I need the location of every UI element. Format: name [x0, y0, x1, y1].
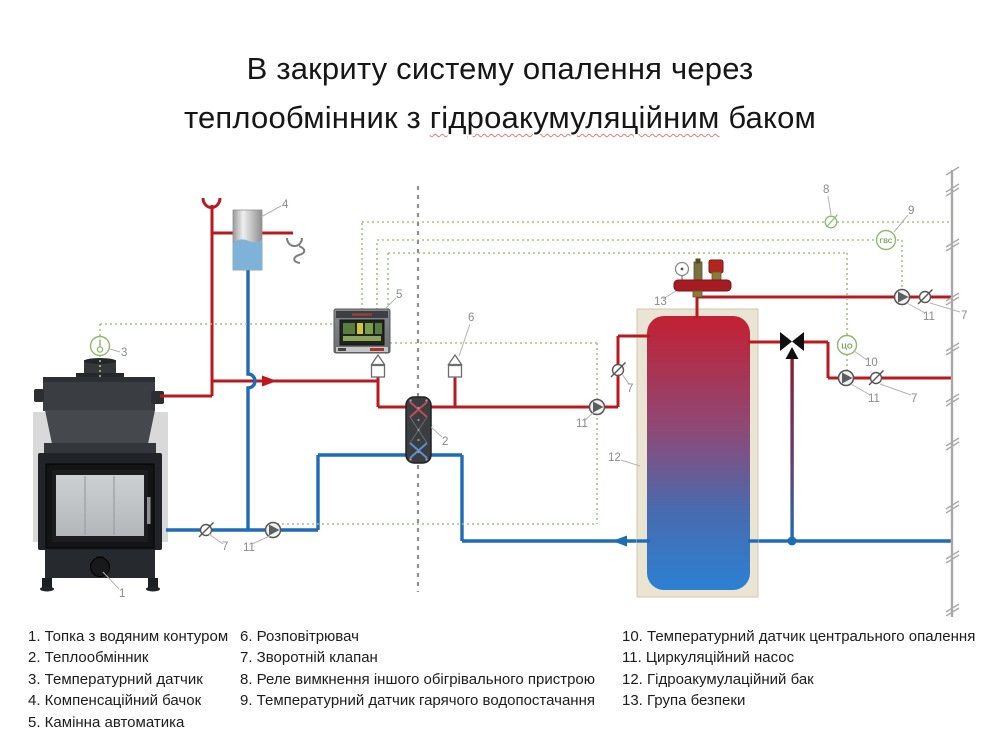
slide-title-line2: теплообмінник з гідроакумуляційним баком: [183, 100, 817, 135]
callout-7a: 7: [222, 541, 228, 553]
check-valve-dhw: [917, 289, 933, 305]
house-distribution-pipe: [945, 166, 960, 617]
fireplace-furnace-illustration: [33, 358, 168, 592]
check-valve-icons: [198, 289, 933, 538]
pump-furnace-loop: [264, 521, 282, 539]
legend-column-3: 10. Температурний датчик центрального оп…: [622, 626, 975, 712]
callout-9: 9: [908, 205, 914, 217]
hydro-accumulation-tank: [636, 308, 759, 598]
legend-item: 9. Температурний датчик гарячого водопос…: [240, 692, 595, 710]
legend-column-2: 6. Розповітрювач 7. Зворотній клапан 8. …: [240, 626, 595, 712]
callout-5: 5: [396, 289, 402, 301]
callout-11d: 11: [868, 393, 880, 405]
controller-signal-wires: [99, 221, 950, 525]
air-vent-symbols: [370, 353, 463, 378]
legend-item: 1. Топка з водяним контуром: [28, 628, 229, 645]
callout-leaders: [102, 195, 961, 590]
callout-10: 10: [865, 357, 878, 369]
ch-sensor-icon: ЦО: [836, 334, 858, 356]
siphon-drain-symbol: [286, 237, 306, 264]
pump-exchanger-loop: [588, 398, 606, 416]
callout-11c: 11: [923, 311, 935, 323]
legend-item: 4. Компенсаційний бачок: [28, 692, 202, 710]
callout-7d: 7: [911, 393, 917, 405]
three-way-mixing-valve: [780, 332, 804, 359]
callout-13: 13: [654, 296, 667, 308]
chimney-pipe: [84, 360, 116, 375]
check-valve-tank-inlet: [610, 362, 626, 378]
mixing-bypass-pipe: [790, 350, 794, 541]
callout-7b: 7: [627, 383, 633, 395]
callout-11b: 11: [576, 418, 588, 430]
cold-flow-arrow: [612, 535, 627, 547]
plate-heat-exchanger: [405, 396, 432, 464]
legend-column-1: 1. Топка з водяним контуром 2. Теплообмі…: [28, 626, 228, 733]
tank-water-level: [233, 239, 262, 270]
slide-title-line1: В закриту систему опалення через: [246, 51, 754, 86]
relay-icon: [824, 214, 838, 229]
ch-sensor-label: ЦО: [841, 342, 852, 351]
temperature-sensor-icon: [89, 335, 111, 357]
door-handle: [147, 497, 151, 524]
safety-group: [673, 258, 732, 298]
legend-item: 5. Камінна автоматика: [28, 713, 185, 731]
dhw-sensor-label: ГВС: [879, 238, 892, 245]
legend-item: 6. Розповітрювач: [240, 628, 359, 645]
legend-item: 3. Температурний датчик: [28, 670, 203, 688]
air-vent-valve: [693, 261, 703, 282]
legend-item: 11. Циркуляційний насос: [622, 649, 795, 667]
check-valve-furnace-loop: [198, 522, 214, 538]
pump-dhw-line: [893, 288, 911, 306]
callout-1: 1: [119, 588, 125, 600]
callout-11a: 11: [243, 542, 255, 554]
legend-item: 10. Температурний датчик центрального оп…: [622, 628, 976, 645]
callout-4: 4: [282, 199, 289, 211]
callout-12: 12: [608, 452, 621, 464]
fireplace-controller: [333, 308, 391, 354]
pump-heating-line: [837, 369, 855, 387]
legend-item: 7. Зворотній клапан: [240, 649, 378, 667]
callout-labels: 1 2 3 4 5 6 7 11 7 11 12 13 8 9 10 11 7 …: [119, 184, 967, 600]
callout-6: 6: [468, 312, 474, 324]
legend-item: 8. Реле вимкнення іншого обігрівального …: [240, 670, 596, 688]
hot-water-pipes: [160, 197, 952, 409]
furnace-knob: [90, 557, 110, 577]
legend-item: 2. Теплообмінник: [28, 649, 149, 667]
callout-2: 2: [442, 436, 448, 448]
safety-relief-valve: [708, 259, 724, 274]
circulation-pump-icons: [264, 288, 911, 539]
legend-item: 13. Група безпеки: [622, 692, 746, 710]
safety-group-manifold: [673, 279, 732, 292]
callout-8: 8: [823, 184, 829, 196]
callout-7c: 7: [961, 310, 967, 322]
check-valve-heating: [868, 370, 884, 386]
open-vent-symbol: [201, 197, 222, 209]
slide-title: В закриту систему опалення через теплооб…: [0, 44, 1000, 142]
hot-flow-arrow: [262, 375, 277, 387]
furnace-glass-door: [56, 475, 144, 536]
callout-3: 3: [121, 347, 127, 359]
dhw-sensor-icon: ГВС: [875, 229, 897, 251]
legend-item: 12. Гідроакумулаційний бак: [622, 670, 814, 688]
spellcheck-word: гідроакумуляційним: [429, 100, 720, 135]
compensation-tank: [232, 209, 263, 271]
